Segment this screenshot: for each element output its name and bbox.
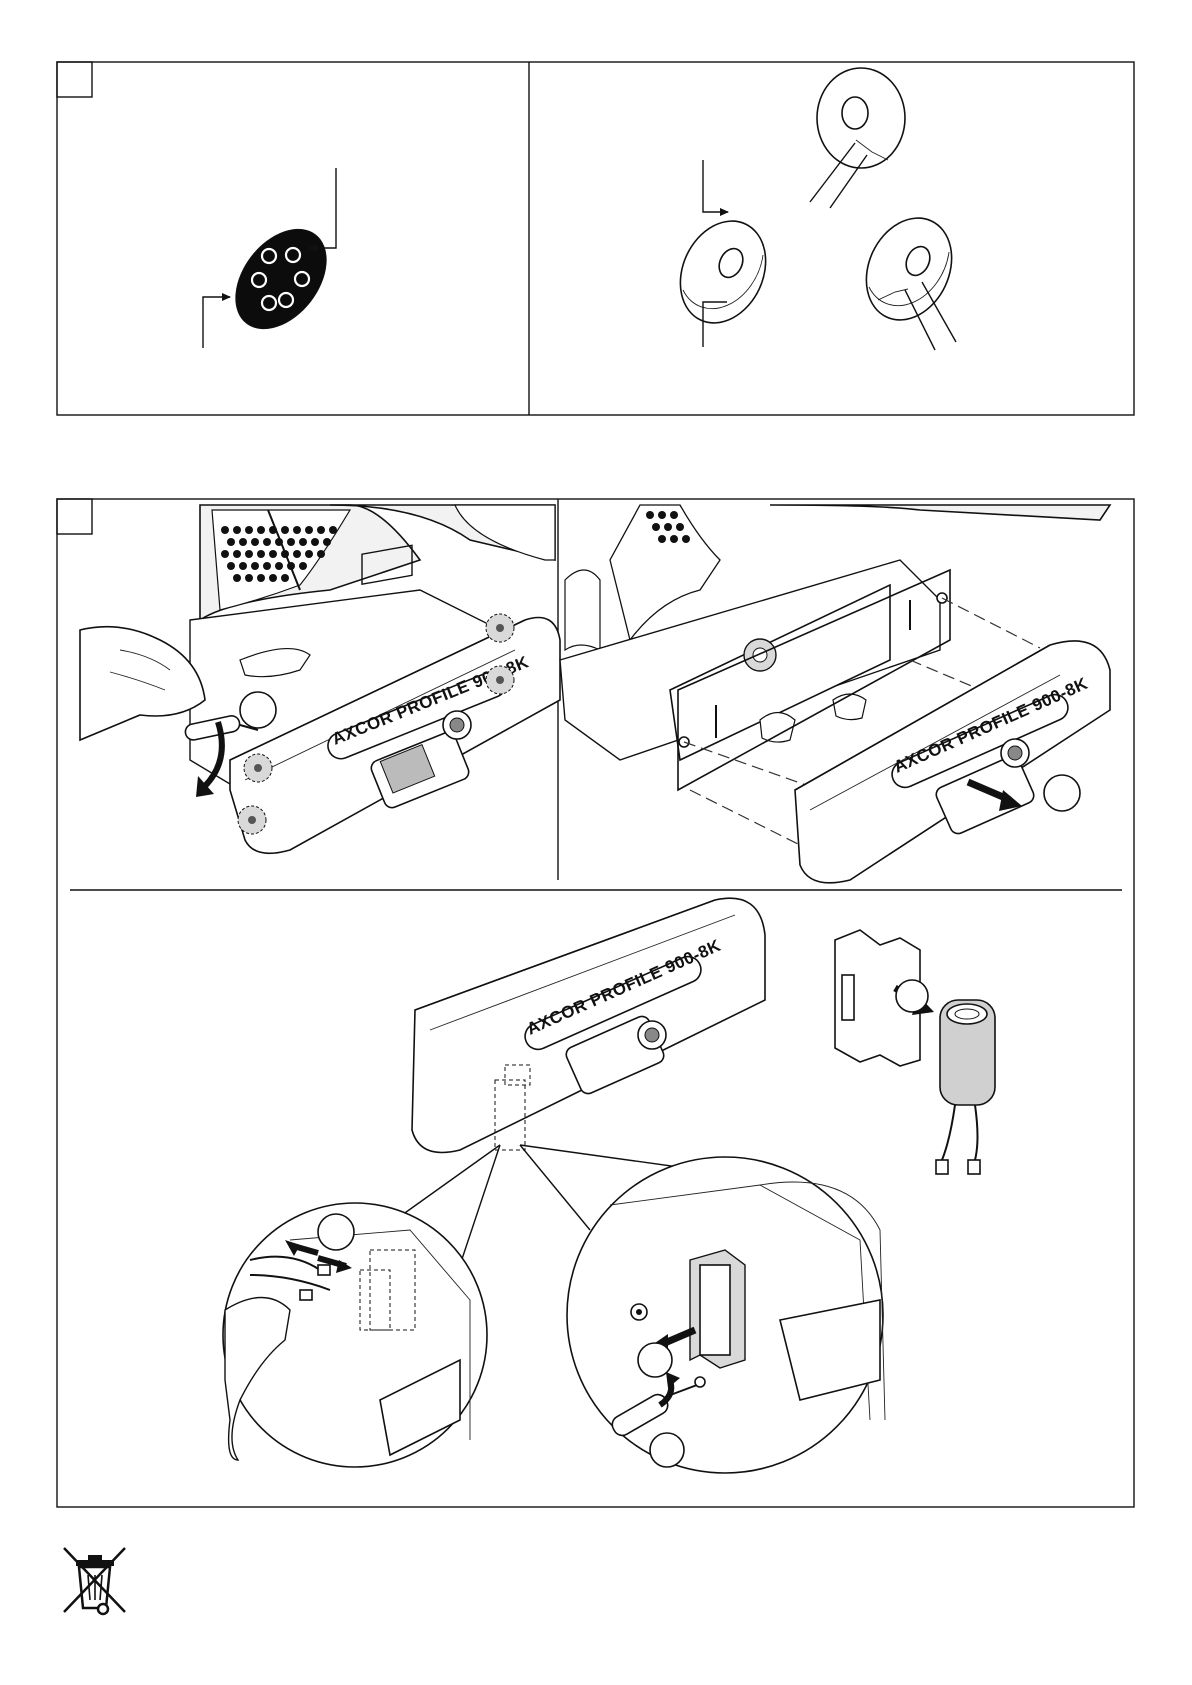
callout-circle bbox=[1044, 775, 1080, 811]
callout-circle bbox=[240, 692, 276, 728]
cover-detail: AXCOR PROFILE 900-8K bbox=[412, 898, 765, 1152]
panel-screw-removal: AXCOR PROFILE 900-8K bbox=[80, 505, 560, 853]
step-number-box bbox=[57, 499, 92, 534]
holder-detail bbox=[567, 1157, 885, 1473]
callout-circle bbox=[638, 1343, 672, 1377]
callout-circle bbox=[896, 980, 928, 1012]
panel-battery-replacement: AXCOR PROFILE 900-8K bbox=[223, 898, 995, 1473]
filter-disc bbox=[203, 168, 345, 348]
callout-circle bbox=[650, 1433, 684, 1467]
step-number-box bbox=[57, 62, 92, 97]
top-frame bbox=[57, 62, 1134, 415]
reflective-discs bbox=[664, 68, 967, 350]
weee-crossed-bin-icon bbox=[64, 1548, 125, 1614]
connector-detail bbox=[223, 1203, 487, 1467]
battery-holder bbox=[835, 930, 934, 1066]
panel-cover-removal: AXCOR PROFILE 900-8K bbox=[560, 505, 1110, 883]
battery-clip bbox=[690, 1250, 745, 1368]
callout-circle bbox=[318, 1214, 354, 1250]
battery-pack bbox=[936, 1000, 995, 1174]
